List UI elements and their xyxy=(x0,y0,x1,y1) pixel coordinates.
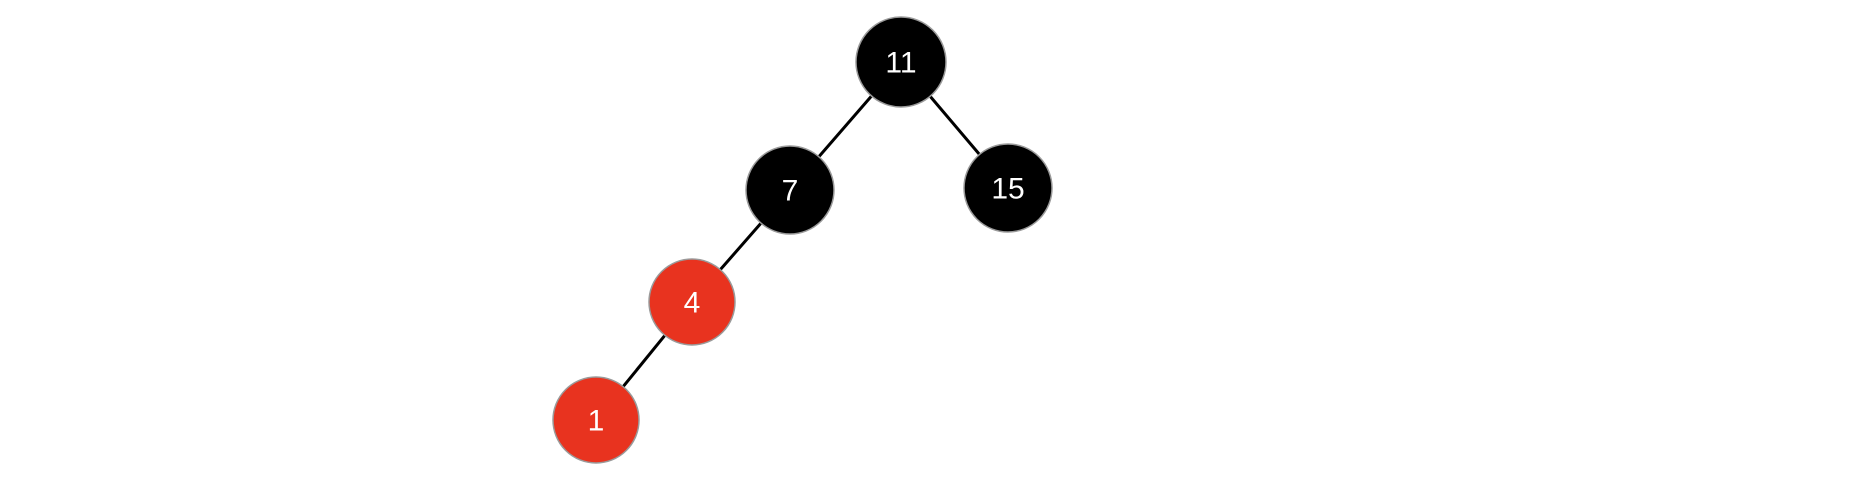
tree-node-11[interactable]: 11 xyxy=(855,16,947,108)
tree-node-15[interactable]: 15 xyxy=(963,143,1053,233)
tree-edge xyxy=(816,93,874,160)
tree-edge xyxy=(620,332,668,390)
tree-edge xyxy=(927,93,982,157)
nodes-layer: 11 7 15 4 1 xyxy=(552,16,1053,464)
node-label-7: 7 xyxy=(782,175,799,208)
node-circle-4[interactable] xyxy=(648,258,736,346)
tree-node-7[interactable]: 7 xyxy=(745,145,835,235)
tree-node-4[interactable]: 4 xyxy=(648,258,736,346)
node-label-11: 11 xyxy=(885,47,916,80)
node-circle-15[interactable] xyxy=(963,143,1053,233)
node-circle-7[interactable] xyxy=(745,145,835,235)
edges-layer xyxy=(620,93,982,390)
node-label-1: 1 xyxy=(588,405,605,438)
node-label-15: 15 xyxy=(991,173,1024,206)
node-circle-1[interactable] xyxy=(552,376,640,464)
tree-edge xyxy=(717,220,764,273)
node-circle-11[interactable] xyxy=(855,16,947,108)
tree-node-1[interactable]: 1 xyxy=(552,376,640,464)
node-label-4: 4 xyxy=(684,287,701,320)
